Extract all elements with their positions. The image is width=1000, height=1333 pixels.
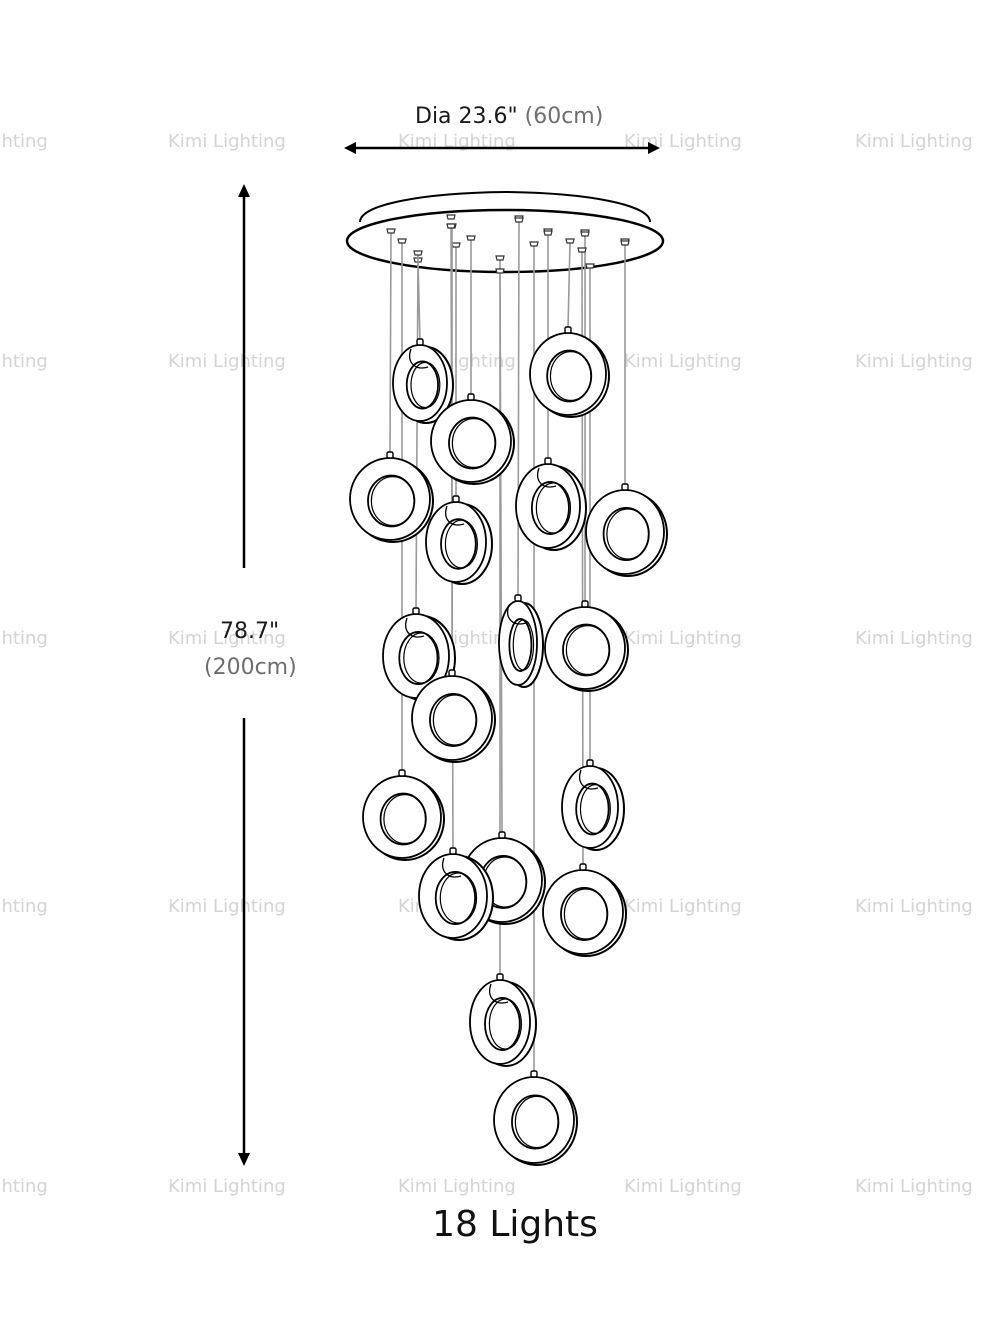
watermark-text: Kimi Lighting: [168, 351, 286, 372]
cable-mount-icon: [543, 230, 553, 236]
cable: [517, 219, 520, 598]
cable-mount-icon: [620, 240, 630, 246]
cable-mount-icon: [466, 235, 476, 241]
watermark-text: Kimi Lighting: [855, 1176, 973, 1197]
watermark-text: Kimi Lighting: [855, 131, 973, 152]
diameter-label: Dia 23.6" (60cm): [415, 104, 603, 129]
ring-pendant-16: [542, 863, 627, 957]
height-dimension-arrow: [238, 184, 250, 1166]
ring-pendant-17: [469, 973, 537, 1067]
diameter-imperial: Dia 23.6": [415, 104, 518, 129]
watermark-text: Kimi Lighting: [0, 896, 48, 917]
ring-pendant-7: [585, 483, 668, 577]
height-metric: (200cm): [204, 655, 297, 680]
watermark-text: Kimi Lighting: [168, 131, 286, 152]
cable-mount-icon: [585, 263, 595, 269]
watermark-text: Kimi Lighting: [168, 628, 286, 649]
ring-pendant-9: [498, 594, 544, 688]
ring-pendant-2: [430, 393, 515, 485]
ceiling-canopy: [345, 190, 665, 274]
cable-mount-icon: [451, 242, 461, 248]
cable-mount-icon: [514, 217, 524, 223]
light-count-caption: 18 Lights: [432, 1204, 598, 1245]
watermark-text: Kimi Lighting: [0, 351, 48, 372]
watermark-text: Kimi Lighting: [624, 628, 742, 649]
ring-pendant-1: [392, 338, 454, 424]
watermark-text: Kimi Lighting: [398, 1176, 516, 1197]
cable: [567, 242, 571, 330]
watermark-text: Kimi Lighting: [855, 628, 973, 649]
cable-mount-icon: [529, 241, 539, 247]
diameter-dimension-arrow: [344, 142, 660, 154]
watermark-text: Kimi Lighting: [0, 131, 48, 152]
cable-mount-icon: [386, 228, 396, 234]
ring-pendant-18: [493, 1070, 578, 1166]
cable-mount-icon: [446, 223, 456, 229]
ring-pendant-6: [515, 457, 587, 551]
watermark-text: Kimi Lighting: [168, 896, 286, 917]
height-imperial: 78.7": [220, 619, 280, 644]
ring-pendant-11: [411, 669, 496, 763]
ring-pendant-13: [561, 759, 625, 851]
watermark-text: Kimi Lighting: [624, 1176, 742, 1197]
watermark-text: Kimi Lighting: [855, 351, 973, 372]
watermark-text: Kimi Lighting: [855, 896, 973, 917]
ring-pendant-12: [362, 769, 445, 861]
cable-mount-icon: [495, 268, 505, 274]
ring-pendant-15: [418, 847, 494, 941]
ring-pendant-5: [425, 495, 493, 585]
cable-mount-icon: [580, 231, 590, 237]
cable: [389, 232, 392, 455]
cable-mount-icon: [446, 214, 456, 220]
cable: [415, 254, 419, 611]
ring-pendant-4: [349, 451, 434, 543]
cable-mount-icon: [397, 238, 407, 244]
cable-mount-icon: [495, 255, 505, 261]
diameter-metric: (60cm): [517, 104, 604, 129]
ring-pendant-10: [544, 600, 629, 692]
ring-pendants: [349, 326, 668, 1166]
cable-mount-icon: [413, 250, 423, 256]
ring-pendant-3: [529, 326, 610, 418]
cable-mount-icon: [565, 238, 575, 244]
watermark-text: Kimi Lighting: [0, 1176, 48, 1197]
watermark-text: Kimi Lighting: [168, 1176, 286, 1197]
watermark-text: Kimi Lighting: [624, 351, 742, 372]
watermark-text: Kimi Lighting: [0, 628, 48, 649]
watermark-text: Kimi Lighting: [624, 896, 742, 917]
cable-mount-icon: [577, 247, 587, 253]
